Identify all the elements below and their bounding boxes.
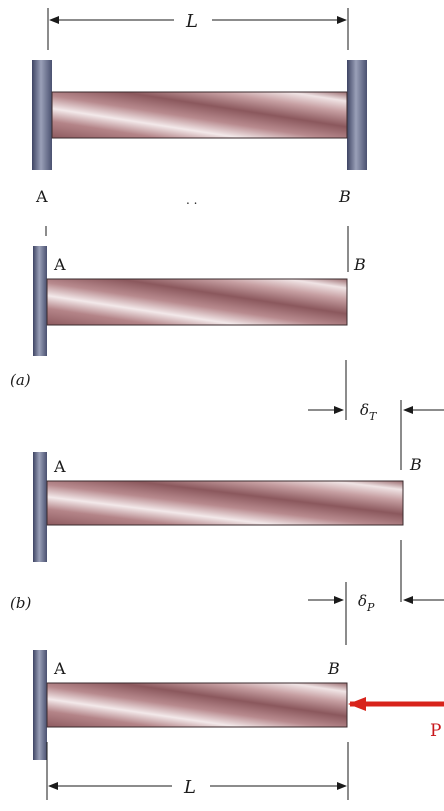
delta-t-symbol: δT	[360, 401, 378, 423]
end-b-label: B	[327, 659, 340, 678]
length-label-bottom: L	[183, 777, 196, 798]
dots-mark: . .	[186, 193, 197, 207]
end-a-label: A	[53, 457, 66, 476]
end-a-label: A	[53, 255, 66, 274]
end-a-label: A	[53, 659, 66, 678]
end-b-label: B	[338, 187, 351, 206]
end-a-label: A	[35, 187, 48, 206]
beam-bar	[46, 682, 348, 728]
force-panel: (b) δP A B P	[10, 540, 444, 760]
right-wall-support	[347, 60, 367, 170]
panel-b-label: (b)	[10, 594, 31, 612]
thermal-expansion-panel: δT A B	[33, 360, 444, 562]
left-wall-support	[33, 452, 47, 562]
cantilever-free: A B (a)	[10, 226, 366, 389]
panel-a-label: (a)	[10, 371, 31, 389]
end-b-label: B	[353, 255, 366, 274]
left-wall-support	[33, 246, 47, 356]
left-wall-support	[32, 60, 52, 170]
force-label: P	[430, 721, 441, 741]
fixed-fixed-beam: A B . .	[32, 60, 367, 207]
beam-bar	[46, 278, 348, 326]
end-b-label: B	[409, 455, 422, 474]
bottom-dimension: L	[46, 742, 349, 800]
top-dimension: L	[47, 8, 349, 50]
beam-bar	[46, 480, 404, 526]
beam-bar	[51, 91, 348, 139]
delta-p-symbol: δP	[358, 592, 375, 614]
length-label-top: L	[185, 11, 198, 32]
left-wall-support	[33, 650, 47, 760]
